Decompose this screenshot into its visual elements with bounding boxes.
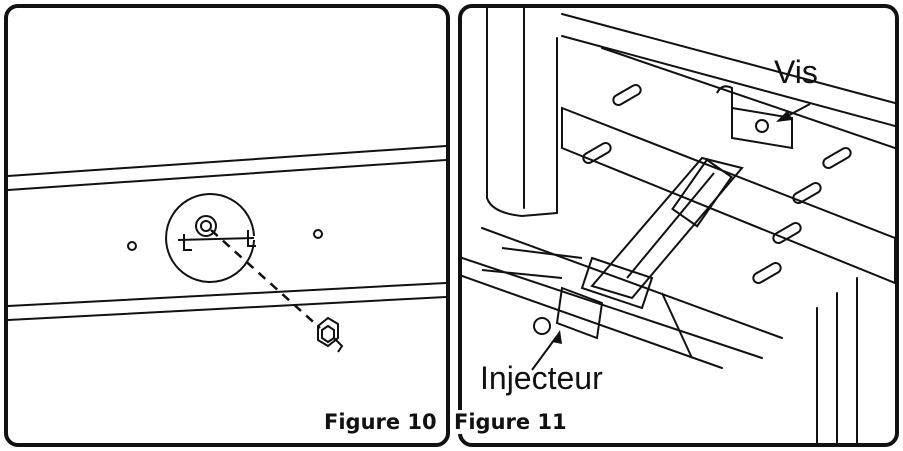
plate-slots (582, 84, 852, 284)
mounting-hardware (481, 247, 693, 359)
injector-fitting (317, 316, 344, 353)
screw (755, 119, 769, 133)
lower-rail-line-b (8, 296, 446, 321)
bolt-hole-left (127, 241, 137, 251)
figure-11-drawing (462, 8, 895, 443)
figure-10-drawing (8, 145, 446, 353)
screw-arrow (776, 103, 811, 122)
injector-label: Injecteur (480, 360, 603, 396)
top-beam-line-b (561, 35, 895, 127)
burner-opening (165, 193, 256, 283)
left-frame (486, 8, 558, 218)
figure-10-caption: Figure 10 (322, 410, 439, 434)
screw-bracket (716, 85, 793, 150)
injector-arrow (531, 330, 562, 371)
slotted-plate (561, 84, 895, 285)
top-beam-line-a (561, 13, 895, 104)
nozzle-hole (195, 215, 217, 237)
lower-rail-line-a (8, 282, 446, 307)
figure-11-panel: Vis Injecteur (458, 4, 899, 447)
figure-11-caption: Figure 11 (452, 410, 569, 434)
screw-label: Vis (774, 54, 818, 90)
figure-10-panel (4, 4, 450, 447)
dashed-guide-line (210, 229, 321, 329)
upper-rail-line-a (8, 145, 446, 177)
bolt-hole-right (313, 229, 323, 239)
bolt-holes (127, 229, 323, 251)
upper-rail-line-b (8, 159, 446, 191)
burner-tube (590, 156, 744, 300)
top-beam-line-c (601, 47, 895, 149)
